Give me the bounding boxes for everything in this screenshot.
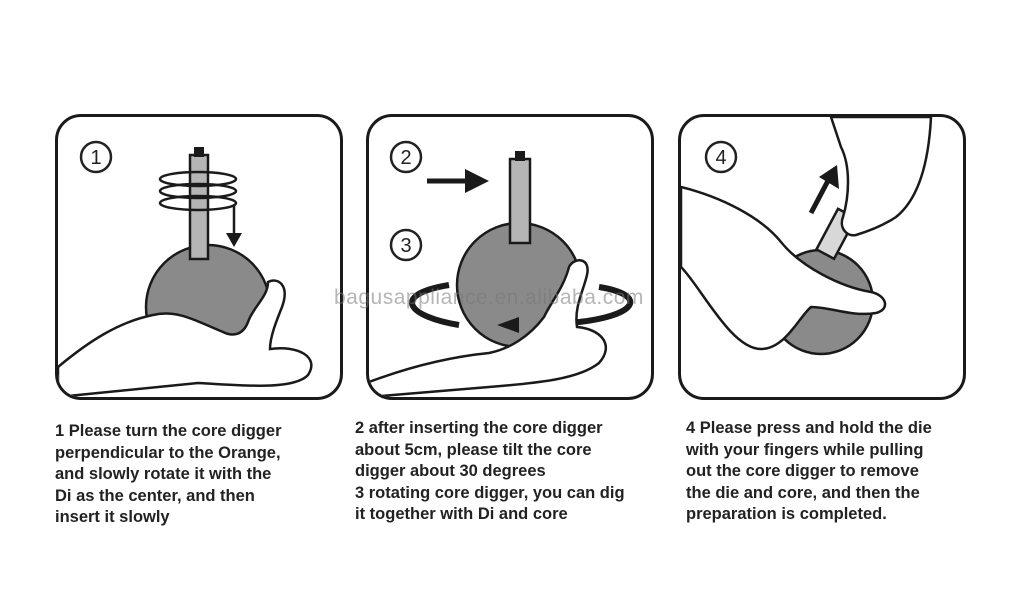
step-4-caption: 4 Please press and hold the die with you… (686, 419, 932, 523)
hand (58, 279, 313, 397)
up-arrow-head (819, 165, 839, 189)
step-4-illustration: 4 (681, 117, 933, 356)
rotate-spiral-icon (158, 170, 238, 235)
step-2-3-caption: 2 after inserting the core digger about … (355, 419, 625, 523)
step-2-number: 2 (400, 147, 411, 169)
step-1-illustration: 1 (58, 140, 313, 397)
step-number-circle (389, 228, 423, 262)
step-number-circle (704, 140, 738, 174)
step-4-number: 4 (715, 147, 726, 169)
right-arrow-head (465, 169, 489, 193)
rotate-arrow-icon (409, 282, 634, 328)
core-digger-tip (515, 151, 525, 161)
step-2-3-illustration: 2 3 (369, 140, 634, 397)
step-number-circle (389, 140, 423, 174)
core-digger (188, 153, 210, 261)
core-digger-tip (194, 147, 204, 157)
step-1-number: 1 (90, 147, 101, 169)
pulling-hand (829, 117, 933, 237)
watermark: bagusappliance.en.alibaba.com (334, 286, 644, 309)
step-3-number: 3 (400, 235, 411, 257)
hand (369, 259, 607, 397)
step-4-panel: 4 (678, 114, 966, 400)
core-digger (508, 157, 532, 245)
holding-hand (681, 185, 887, 351)
step-1-caption: 1 Please turn the core digger perpendicu… (55, 422, 282, 526)
down-arrow-icon (226, 233, 242, 247)
step-1-panel: 1 (55, 114, 343, 400)
step-2-3-panel: 2 3 (366, 114, 654, 400)
rotate-arrow-head (497, 317, 519, 333)
step-number-circle (79, 140, 113, 174)
